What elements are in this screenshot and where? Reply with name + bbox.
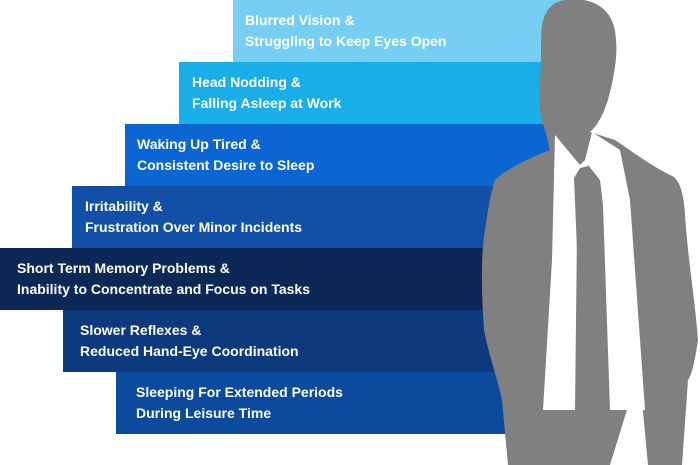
step-line2: Falling Asleep at Work (192, 95, 342, 111)
step-waking-up-tired: Waking Up Tired & Consistent Desire to S… (125, 124, 570, 186)
step-line1: Irritability & (85, 198, 163, 214)
step-line2: Consistent Desire to Sleep (137, 157, 315, 173)
step-memory-problems: Short Term Memory Problems & Inability t… (0, 248, 570, 310)
step-blurred-vision: Blurred Vision & Struggling to Keep Eyes… (233, 0, 570, 62)
step-line1: Blurred Vision & (245, 12, 355, 28)
step-head-nodding: Head Nodding & Falling Asleep at Work (179, 62, 570, 124)
step-line2: Frustration Over Minor Incidents (85, 219, 303, 235)
step-line2: Inability to Concentrate and Focus on Ta… (17, 281, 311, 297)
step-line1: Slower Reflexes & (80, 322, 202, 338)
step-line1: Short Term Memory Problems & (17, 260, 230, 276)
step-line2: Struggling to Keep Eyes Open (245, 33, 447, 49)
step-line1: Waking Up Tired & (137, 136, 261, 152)
step-line1: Sleeping For Extended Periods (136, 384, 343, 400)
step-extended-sleeping: Sleeping For Extended Periods During Lei… (116, 372, 570, 434)
businessman-silhouette-icon (481, 0, 698, 465)
step-line1: Head Nodding & (192, 74, 301, 90)
step-line2: During Leisure Time (136, 405, 272, 421)
step-line2: Reduced Hand-Eye Coordination (80, 343, 299, 359)
